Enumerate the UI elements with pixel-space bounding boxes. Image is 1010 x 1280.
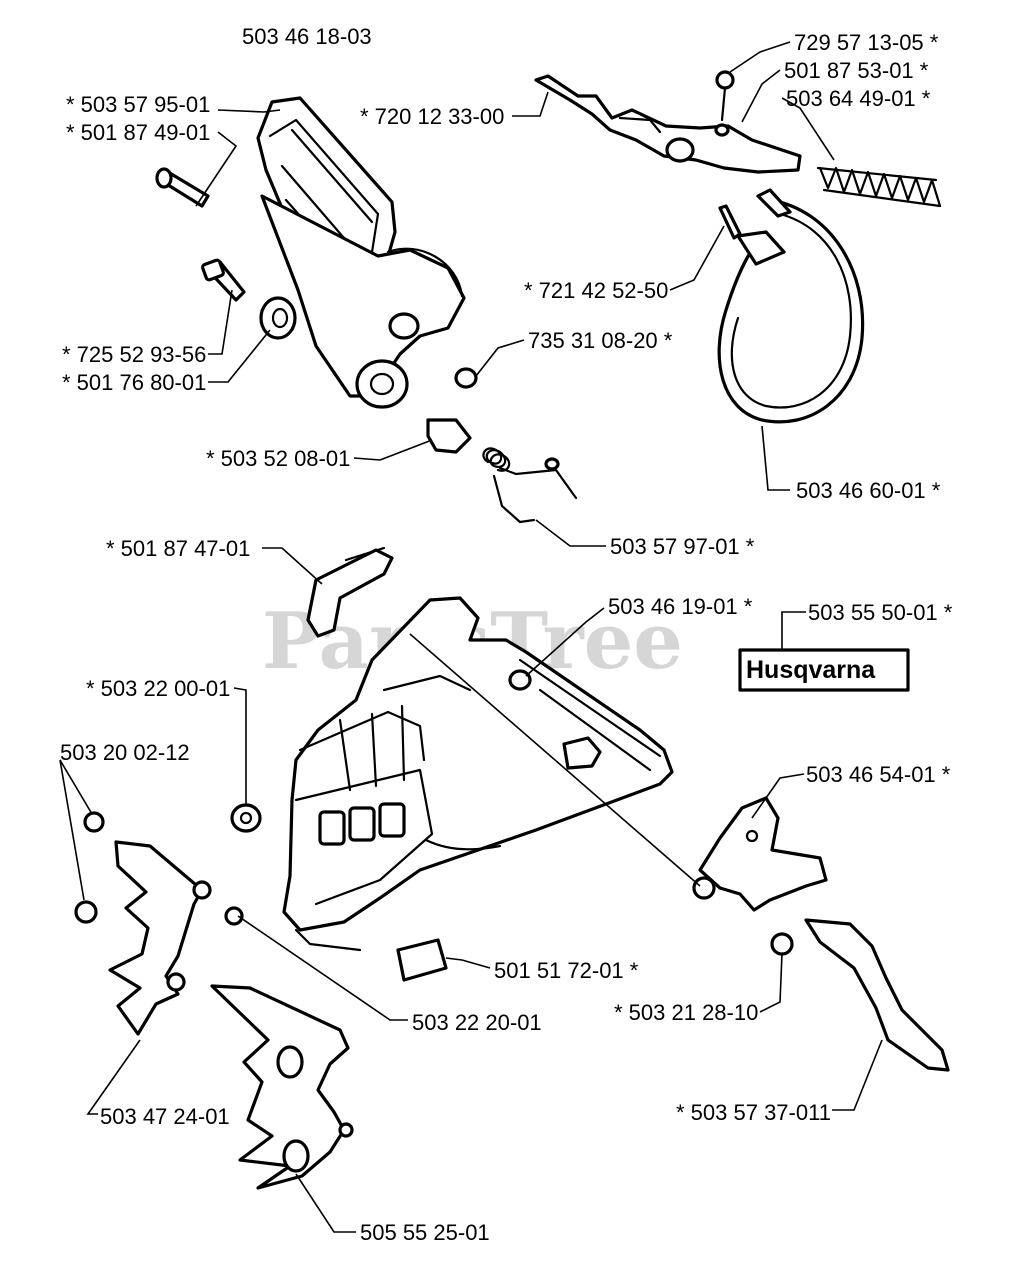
brake-band-part: [717, 188, 865, 424]
callout-503-57-97-01: 503 57 97-01 *: [610, 534, 755, 559]
washer-part: [259, 296, 297, 340]
callout-503-52-08-01: * 503 52 08-01: [206, 446, 350, 471]
header-part-number: 503 46 18-03: [242, 24, 372, 49]
callout-720-12-33-00: * 720 12 33-00: [360, 104, 504, 129]
toggle-lever-part: [534, 70, 802, 174]
husqvarna-decal-part: Husqvarna: [738, 648, 910, 692]
callout-503-22-20-01: 503 22 20-01: [412, 1010, 542, 1035]
callout-503-57-37-011: * 503 57 37-011: [676, 1100, 831, 1125]
callout-503-47-24-01: 503 47 24-01: [100, 1104, 230, 1129]
callout-501-76-80-01: * 501 76 80-01: [62, 370, 206, 395]
callout-503-21-28-10: * 503 21 28-10: [614, 1000, 758, 1025]
clip-part: [306, 546, 394, 638]
callout-501-51-72-01: 501 51 72-01 *: [494, 958, 639, 983]
callout-503-57-95-01: * 503 57 95-01: [66, 92, 210, 117]
callout-503-46-19-01: 503 46 19-01 *: [608, 594, 753, 619]
callout-721-42-52-50: * 721 42 52-50: [524, 278, 668, 303]
callout-503-22-00-01: * 503 22 00-01: [86, 676, 230, 701]
callout-503-20-02-12: 503 20 02-12: [60, 740, 190, 765]
callout-503-46-54-01: 503 46 54-01 *: [806, 762, 951, 787]
callout-501-87-47-01: * 501 87 47-01: [106, 536, 250, 561]
clutch-cover-part: [282, 596, 674, 952]
callout-501-87-53-01: 501 87 53-01 *: [784, 58, 929, 83]
screw-part: [770, 932, 794, 956]
nut-part: [230, 803, 262, 833]
chain-guide-part: [692, 796, 828, 912]
screw-part: [201, 258, 246, 302]
bumper-spike-part: [210, 984, 354, 1190]
leader-lines: [59, 41, 883, 1233]
torsion-spring-part: [482, 447, 578, 524]
callout-503-55-50-01: 503 55 50-01 *: [808, 600, 953, 625]
nut-part: [74, 811, 244, 926]
callout-735-31-08-20: 735 31 08-20 *: [528, 328, 673, 353]
callout-503-64-49-01: 503 64 49-01 *: [786, 86, 931, 111]
nut-part: [454, 367, 478, 389]
callout-729-57-13-05: 729 57 13-05 *: [794, 30, 939, 55]
callout-501-87-49-01: * 501 87 49-01: [66, 120, 210, 145]
callout-725-52-93-56: * 725 52 93-56: [62, 342, 206, 367]
pin-part: [718, 204, 742, 240]
screw-part: [155, 167, 210, 208]
bumper-spike-part: [108, 840, 212, 1036]
logo-text: Husqvarna: [746, 656, 876, 684]
coil-spring-part: [816, 166, 942, 208]
callout-505-55-25-01: 505 55 25-01: [360, 1220, 490, 1245]
chain-brake-handle-part: [256, 96, 466, 409]
chain-guide-plate-part: [804, 918, 950, 1072]
plate-part: [396, 938, 448, 982]
callout-503-46-60-01: 503 46 60-01 *: [796, 478, 941, 503]
bushing-part: [426, 418, 472, 454]
